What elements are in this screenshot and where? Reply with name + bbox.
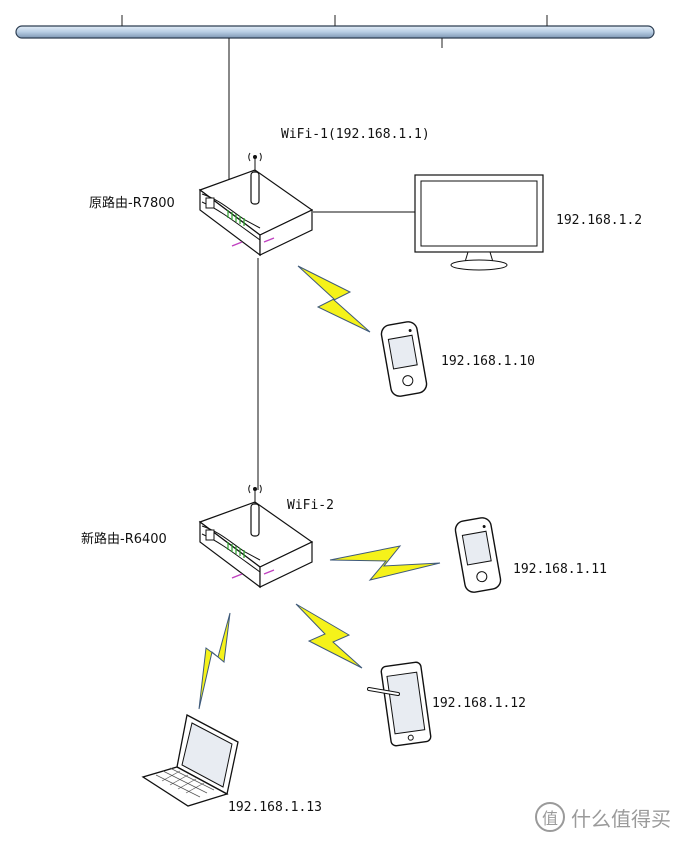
wireless-link <box>198 265 441 710</box>
cables <box>228 38 415 490</box>
watermark-logo-icon: 值 <box>535 802 565 832</box>
smartphone-icon <box>454 517 502 593</box>
phone1-ip-label: 192.168.1.10 <box>441 354 535 369</box>
router1-name-label: 原路由-R7800 <box>89 196 175 211</box>
watermark: 值 什么值得买 <box>535 802 671 832</box>
router-r7800 <box>198 152 314 257</box>
watermark-text: 什么值得买 <box>571 806 671 831</box>
backbone-bus <box>15 15 655 48</box>
phone2-ip-label: 192.168.1.11 <box>513 562 607 577</box>
monitor-ip-label: 192.168.1.2 <box>556 213 643 228</box>
tablet-icon <box>380 661 432 747</box>
stylus-icon <box>367 687 400 696</box>
wifi1-ssid-label: WiFi-1(192.168.1.1) <box>281 127 430 142</box>
tablet-ip-label: 192.168.1.12 <box>432 696 526 711</box>
laptop-icon <box>141 714 239 807</box>
wifi2-ssid-label: WiFi-2 <box>287 498 334 513</box>
router2-name-label: 新路由-R6400 <box>81 532 167 547</box>
monitor-icon <box>414 174 544 271</box>
smartphone-icon <box>380 321 428 397</box>
laptop-ip-label: 192.168.1.13 <box>228 800 322 815</box>
router-r6400 <box>198 484 314 589</box>
